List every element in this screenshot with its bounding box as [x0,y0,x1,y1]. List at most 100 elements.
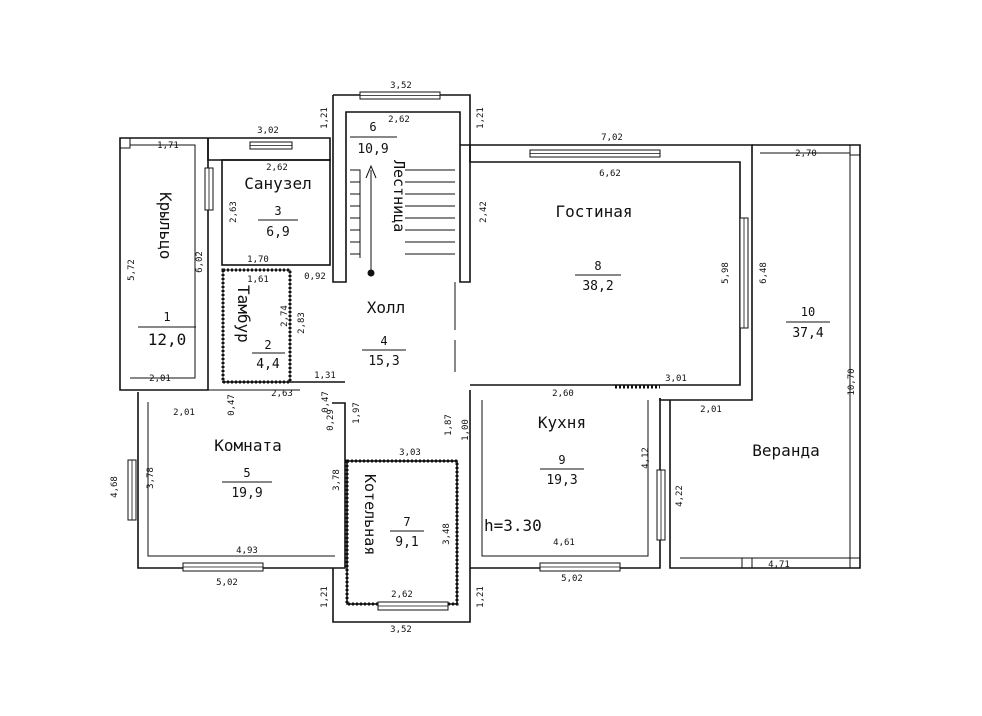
dimension-label: 5,72 [127,259,137,281]
room-area-kitchen: 19,3 [546,473,577,488]
dimension-label: 2,62 [266,163,288,173]
window-top-stair [359,91,441,100]
dimension-label: 3,02 [257,126,279,136]
dimension-label: 5,02 [216,578,238,588]
room-number-bathroom: 3 [274,204,281,218]
dimension-label: 2,62 [391,590,413,600]
dimension-label: 3,52 [390,625,412,635]
dimension-label: 1,87 [444,414,454,436]
walls [119,94,861,623]
dimension-label: 3,48 [442,523,452,545]
room-name-stairs: Лестница [390,160,408,232]
room-label-boiler: Котельная 7 9,1 [361,474,424,555]
dimension-label: 1,00 [461,419,471,441]
dimension-label: 2,01 [149,374,171,384]
dimension-label: 6,48 [759,262,769,284]
dimension-label: 0,47 [227,394,237,416]
window-room-left [127,459,137,521]
window-kitchen-right [656,469,666,541]
room-name-living: Гостиная [555,202,632,221]
room-label-porch: Крыльцо 1 12,0 [138,192,196,349]
dimension-label: 3,52 [390,81,412,91]
window-living-top [529,149,661,158]
dimension-label: 2,83 [297,312,307,334]
dimension-label: 4,61 [553,538,575,548]
room-name-boiler: Котельная [361,474,379,555]
room-label-stairs: 6 10,9 Лестница [350,120,408,232]
dimension-label: 4,12 [641,447,651,469]
dimension-label: 3,78 [332,469,342,491]
window-bathroom-top [249,141,293,150]
room-number-kitchen: 9 [558,453,565,467]
dimension-label: 4,68 [110,476,120,498]
room-label-kitchen: Кухня 9 19,3 [538,413,586,488]
room-label-bathroom: Санузел 3 6,9 [244,174,311,240]
window-room-bottom [182,562,264,572]
room-number-hall: 4 [380,334,387,348]
room-label-veranda: 10 37,4 Веранда [752,305,830,460]
room-area-hall: 15,3 [368,354,399,369]
room-number-living: 8 [594,259,601,273]
dimension-label: 2,42 [479,201,489,223]
dimension-label: 5,02 [561,574,583,584]
room-number-stairs: 6 [369,120,376,134]
dimension-label: 1,31 [314,371,336,381]
room-label-living: Гостиная 8 38,2 [555,202,632,294]
window-kitchen-bottom [539,562,621,572]
room-area-boiler: 9,1 [395,535,418,550]
window-boiler-bottom [377,601,449,611]
dimension-label: 1,71 [157,141,179,151]
dimension-label: 2,70 [795,149,817,159]
dimension-labels: 3,52 1,21 2,62 1,21 3,02 1,71 2,62 2,63 … [110,81,857,635]
dimension-label: 1,61 [247,275,269,285]
dimension-label: 1,97 [352,402,362,424]
dimension-label: 2,63 [271,389,293,399]
room-name-hall: Холл [367,298,406,317]
dimension-label: 0,92 [304,272,326,282]
room-area-vestibule: 4,4 [256,357,280,372]
dimension-label: 6,62 [599,169,621,179]
room-area-room: 19,9 [231,486,262,501]
dimension-label: 2,01 [173,408,195,418]
dimension-label: 4,22 [675,485,685,507]
room-number-room: 5 [243,466,250,480]
dimension-label: 10,70 [847,368,857,395]
dimension-label: 7,02 [601,133,623,143]
dimension-label: 5,98 [721,262,731,284]
room-label-vestibule: Тамбур 2 4,4 [234,285,285,372]
room-area-stairs: 10,9 [357,142,388,157]
dimension-label: 2,74 [280,305,290,327]
dimension-label: 2,60 [552,389,574,399]
dimension-label: 3,01 [665,374,687,384]
room-number-veranda: 10 [801,305,815,319]
dimension-label: 1,21 [476,107,486,129]
room-name-porch: Крыльцо [156,192,175,259]
dimension-label: 2,01 [700,405,722,415]
window-living-right [739,217,749,329]
windows [127,91,749,611]
room-name-kitchen: Кухня [538,413,586,432]
room-number-vestibule: 2 [264,338,271,352]
room-number-porch: 1 [163,310,170,324]
room-label-hall: Холл 4 15,3 [362,298,406,369]
staircase [350,164,455,277]
ceiling-height-label: h=3.30 [484,516,542,535]
dimension-label: 4,71 [768,560,790,570]
dimension-label: 4,93 [236,546,258,556]
dimension-label: 6,02 [195,251,205,273]
dimension-label: 0,47 [321,391,331,413]
dimension-label: 0,29 [326,409,336,431]
dimension-label: 2,62 [388,115,410,125]
room-name-veranda: Веранда [752,441,819,460]
dimension-label: 2,63 [229,201,239,223]
dimension-label: 3,78 [146,467,156,489]
dimension-label: 1,21 [476,586,486,608]
dimension-label: 1,21 [320,586,330,608]
room-name-bathroom: Санузел [244,174,311,193]
dimension-label: 1,70 [247,255,269,265]
dimension-label: 1,21 [320,107,330,129]
room-name-room: Комната [214,436,281,455]
room-area-veranda: 37,4 [792,326,823,341]
room-area-living: 38,2 [582,279,613,294]
